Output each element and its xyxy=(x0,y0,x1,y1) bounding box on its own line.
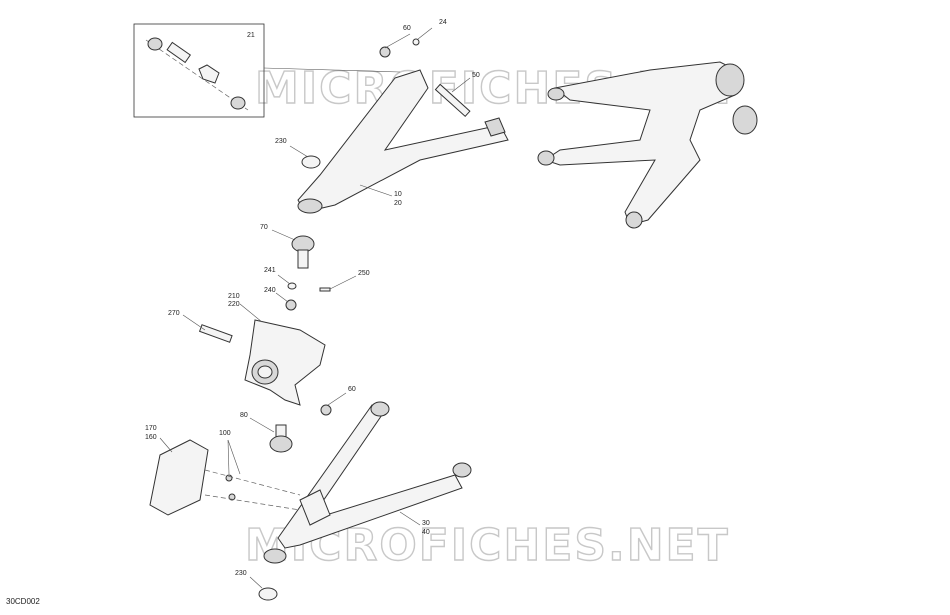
knuckle-210-220 xyxy=(244,319,326,406)
callout-50: 50 xyxy=(472,72,480,79)
nut-240 xyxy=(285,299,297,311)
callout-20: 20 xyxy=(394,200,402,207)
assembled-suspension-view xyxy=(537,61,758,229)
callout-labels: 60 24 50 230 10 20 70 241 250 240 210 22… xyxy=(145,19,480,577)
screw-100-b xyxy=(228,493,236,501)
callout-241: 241 xyxy=(264,267,276,274)
leader-lines xyxy=(159,27,471,589)
lower-a-arm xyxy=(263,401,472,564)
callout-80: 80 xyxy=(240,412,248,419)
retaining-ring-230-bottom xyxy=(258,587,278,601)
ball-joint-70 xyxy=(291,235,315,269)
screw-100-a xyxy=(225,474,233,482)
callout-160: 160 xyxy=(145,434,157,441)
pin-250 xyxy=(319,287,331,292)
callout-170: 170 xyxy=(145,425,157,432)
washer-241 xyxy=(287,282,297,290)
callout-10: 10 xyxy=(394,191,402,198)
callout-210: 210 xyxy=(228,293,240,300)
callout-240: 240 xyxy=(264,287,276,294)
callout-30: 30 xyxy=(422,520,430,527)
callout-70: 70 xyxy=(260,224,268,231)
callout-220: 220 xyxy=(228,301,240,308)
bolt-270 xyxy=(198,324,233,343)
callout-230-top: 230 xyxy=(275,138,287,145)
callout-60-bottom: 60 xyxy=(348,386,356,393)
callout-100: 100 xyxy=(219,430,231,437)
callout-270: 270 xyxy=(168,310,180,317)
callout-40: 40 xyxy=(422,529,430,536)
inset-label: 21 xyxy=(247,32,255,39)
callout-230-bottom: 230 xyxy=(235,570,247,577)
inset-bushing-kit: 21 xyxy=(133,23,265,118)
nut-60-top xyxy=(379,46,391,58)
retaining-ring-230-top xyxy=(301,155,321,169)
ball-joint-80 xyxy=(269,424,293,453)
callout-60-top: 60 xyxy=(403,25,411,32)
skid-plate-160-170 xyxy=(149,439,209,516)
callout-250: 250 xyxy=(358,270,370,277)
nut-60-bottom xyxy=(320,404,332,416)
reference-code: 30CD002 xyxy=(6,597,40,606)
callout-24: 24 xyxy=(439,19,447,26)
upper-a-arm xyxy=(297,69,509,214)
cotter-pin-24 xyxy=(412,38,420,46)
